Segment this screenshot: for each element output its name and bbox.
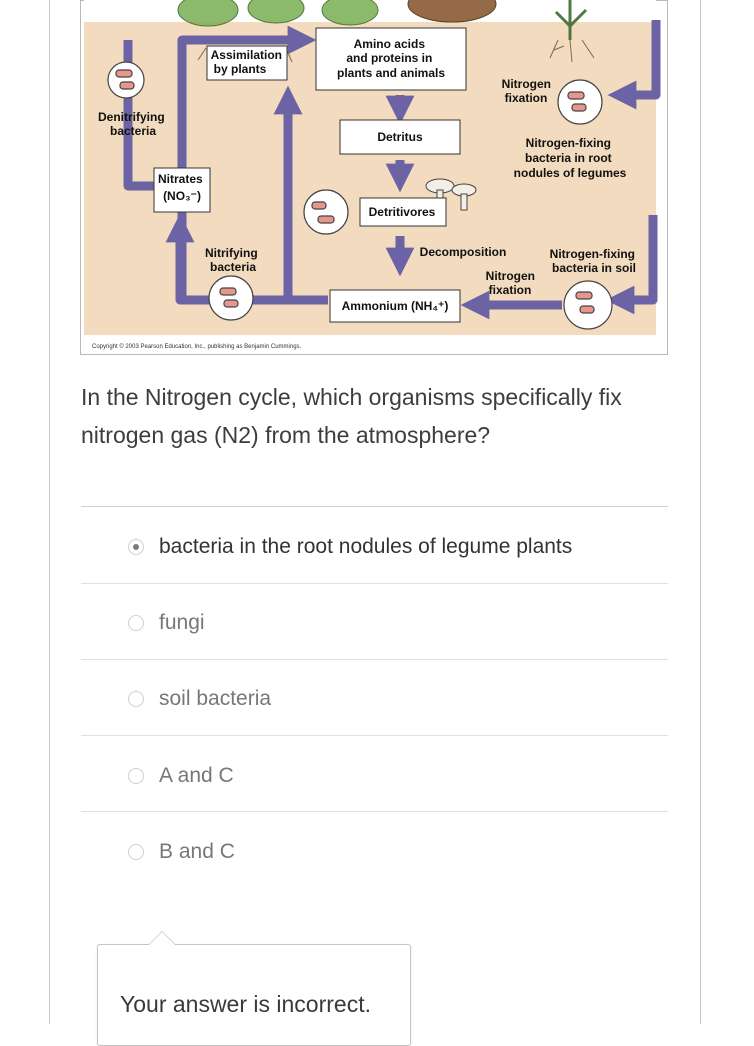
nitrogen-cycle-diagram: Amino acids and proteins in plants and a… bbox=[80, 0, 668, 355]
answer-option-label: B and C bbox=[159, 840, 235, 863]
bacteria-cells bbox=[107, 61, 613, 330]
answer-option-5[interactable]: B and C bbox=[128, 837, 235, 867]
radio-button[interactable] bbox=[128, 844, 144, 860]
divider bbox=[81, 811, 668, 812]
label-boxes bbox=[153, 27, 467, 323]
copyright-text: Copyright © 2003 Pearson Education, Inc.… bbox=[92, 343, 302, 350]
plant-illustrations bbox=[177, 0, 595, 66]
feedback-message: Your answer is incorrect. bbox=[120, 991, 371, 1017]
decomposition-label: Decomposition bbox=[420, 245, 507, 259]
answer-option-label: fungi bbox=[159, 611, 205, 634]
divider bbox=[81, 506, 668, 507]
mushroom-illustration bbox=[425, 178, 477, 211]
radio-button-selected[interactable] bbox=[128, 539, 144, 555]
radio-button[interactable] bbox=[128, 768, 144, 784]
nitrogen-fixation-top-label: Nitrogen fixation bbox=[502, 77, 555, 105]
divider bbox=[81, 735, 668, 736]
ammonium-label: Ammonium (NH₄⁺) bbox=[342, 299, 449, 313]
popover-caret bbox=[148, 931, 176, 945]
answer-option-4[interactable]: A and C bbox=[128, 761, 234, 791]
nitrifying-label: Nitrifying bacteria bbox=[205, 246, 261, 274]
radio-button[interactable] bbox=[128, 691, 144, 707]
root-nodules-label: Nitrogen-fixing bacteria in root nodules… bbox=[514, 136, 627, 180]
answer-option-2[interactable]: fungi bbox=[128, 608, 205, 638]
feedback-popover: Your answer is incorrect. bbox=[97, 931, 411, 1046]
nitrogen-fixation-bottom-label: Nitrogen fixation bbox=[486, 269, 539, 297]
divider bbox=[81, 659, 668, 660]
nitrates-label: Nitrates (NO₃⁻) bbox=[158, 172, 206, 203]
answer-option-label: soil bacteria bbox=[159, 687, 272, 710]
radio-button[interactable] bbox=[128, 615, 144, 631]
assimilation-label: Assimilation by plants bbox=[211, 48, 286, 76]
amino-acids-label: Amino acids and proteins in plants and a… bbox=[337, 37, 445, 80]
answer-option-3[interactable]: soil bacteria bbox=[128, 684, 271, 714]
divider bbox=[81, 583, 668, 584]
answer-option-label: bacteria in the root nodules of legume p… bbox=[159, 535, 573, 558]
question-text: In the Nitrogen cycle, which organisms s… bbox=[81, 384, 622, 448]
soil-bacteria-label: Nitrogen-fixing bacteria in soil bbox=[550, 247, 639, 275]
denitrifying-label: Denitrifying bacteria bbox=[98, 110, 168, 138]
detritivores-label: Detritivores bbox=[369, 205, 436, 219]
detritus-label: Detritus bbox=[377, 130, 423, 144]
answer-option-1[interactable]: bacteria in the root nodules of legume p… bbox=[128, 532, 572, 562]
answer-option-label: A and C bbox=[159, 764, 234, 787]
